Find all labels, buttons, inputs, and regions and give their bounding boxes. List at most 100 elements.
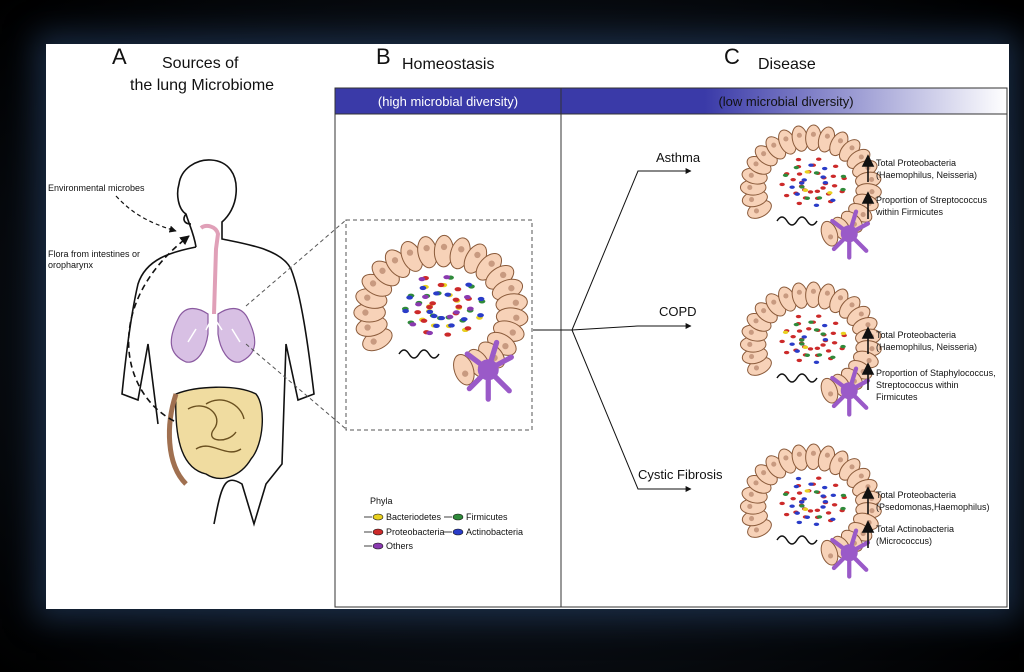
legend-label: Proteobacteria (386, 527, 445, 537)
cell-nucleus (837, 457, 844, 463)
bacterium (816, 196, 823, 200)
bacterium (790, 177, 796, 182)
bacterium (429, 301, 437, 306)
dendritic-cell (840, 225, 858, 243)
cell-nucleus (869, 176, 875, 183)
svg-text:Proportion of Streptococcus: Proportion of Streptococcus (876, 195, 988, 205)
bacterium (814, 189, 821, 194)
asthma-notes: Total Proteobacteria (Haemophilus, Neiss… (875, 158, 988, 217)
panel-c-title: Disease (758, 56, 816, 73)
bacterium (799, 342, 805, 346)
dendritic-cell (840, 544, 858, 562)
svg-text:Streptococcus within: Streptococcus within (876, 380, 959, 390)
mucus-line (776, 216, 818, 226)
bacterium (779, 501, 785, 506)
bacterium (830, 517, 836, 521)
dendritic-cell (840, 382, 858, 400)
bacterium (821, 323, 828, 328)
bacterium (783, 193, 790, 198)
environmental-microbes-label: Environmental microbes (48, 183, 145, 193)
bacterium (790, 334, 796, 339)
bacterium (816, 314, 822, 318)
bacterium (813, 328, 820, 332)
bacterium (793, 484, 800, 489)
bacterium (840, 187, 846, 192)
intestines (166, 386, 264, 486)
up-arrow-icon (861, 154, 875, 167)
bacterium (822, 500, 829, 504)
svg-text:(Psedomonas,Haemophilus): (Psedomonas,Haemophilus) (876, 502, 990, 512)
epithelial-cell (820, 377, 839, 404)
cell-nucleus (502, 342, 509, 350)
legend-item: Actinobacteria (444, 527, 523, 537)
panel-b-title: Homeostasis (402, 56, 494, 73)
cell-nucleus (810, 131, 816, 137)
bacterium (832, 164, 839, 169)
bacterium (426, 330, 433, 336)
cell-nucleus (370, 338, 377, 345)
bacterium (795, 157, 802, 162)
bacterium (801, 178, 807, 182)
bacterium (798, 500, 805, 504)
cell-nucleus (391, 257, 399, 264)
bacterium (783, 512, 790, 517)
bacterium (808, 482, 814, 486)
bacterium (830, 198, 836, 202)
cell-nucleus (828, 234, 834, 240)
bacterium (840, 344, 846, 349)
cell-nucleus (810, 450, 816, 456)
bacterium (406, 295, 413, 300)
bacterium (433, 323, 440, 328)
disease-copd: COPD (659, 304, 697, 319)
cell-nucleus (508, 285, 515, 292)
cell-nucleus (865, 322, 871, 328)
cell-nucleus (828, 553, 834, 559)
bacterium (467, 306, 474, 311)
cell-nucleus (783, 293, 789, 299)
bacterium (795, 314, 802, 319)
bacterium (804, 489, 811, 493)
cell-nucleus (406, 249, 414, 256)
cell-nucleus (749, 353, 755, 360)
panel-b-letter: B (376, 44, 391, 69)
bacterium (830, 493, 837, 498)
bacterium (794, 349, 800, 353)
bacterium (804, 515, 811, 519)
bacterium (420, 318, 428, 323)
epithelial-cell (820, 220, 839, 247)
cell-nucleus (423, 244, 430, 252)
bacterium (799, 504, 805, 508)
bacterium (813, 490, 820, 494)
bacterium (807, 190, 814, 194)
bacterium (433, 291, 440, 296)
panel-frames (334, 87, 1008, 608)
bacterium (426, 304, 433, 310)
bacterium (793, 165, 800, 170)
bacterium (830, 331, 837, 336)
bacterium (827, 191, 833, 195)
svg-text:Total Proteobacteria: Total Proteobacteria (876, 490, 956, 500)
copd-notes: Total Proteobacteria (Haemophilus, Neiss… (876, 330, 996, 402)
mucus-line (776, 373, 818, 383)
bacterium (419, 285, 427, 291)
bacterium (444, 292, 452, 297)
bacterium (415, 302, 422, 307)
bacterium (789, 504, 795, 508)
cell-nucleus (458, 246, 465, 253)
svg-text:(Haemophilus, Neisseria): (Haemophilus, Neisseria) (876, 170, 977, 180)
cell-nucleus (753, 480, 759, 486)
bacterium (477, 296, 485, 302)
bacterium (831, 503, 838, 507)
bacterium (825, 511, 832, 515)
bacterium (454, 287, 462, 292)
cell-nucleus (849, 302, 855, 308)
bacterium (822, 181, 829, 185)
disease-branches (533, 168, 692, 492)
bacterium (783, 350, 790, 355)
up-arrow-icon (861, 362, 875, 375)
airway-cross-sections (353, 124, 882, 579)
svg-text:Firmicutes: Firmicutes (876, 392, 918, 402)
bacterium (444, 332, 452, 337)
environmental-arrow (115, 195, 177, 233)
